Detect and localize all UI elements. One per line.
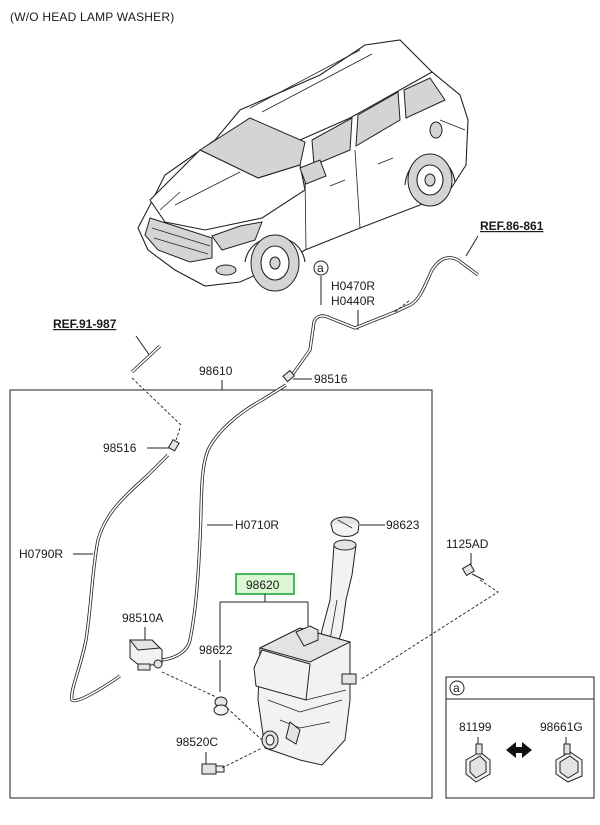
part-H0790R: H0790R xyxy=(19,547,63,561)
inset-marker-circle xyxy=(449,680,465,696)
connector-98516-top xyxy=(282,369,296,383)
part-81199: 81199 xyxy=(459,720,492,734)
assembly-box xyxy=(9,389,433,799)
part-98510A: 98510A xyxy=(122,611,163,625)
part-1125AD: 1125AD xyxy=(446,537,489,551)
callout-a-letter: a xyxy=(317,261,324,275)
connector-98516-left xyxy=(167,438,180,452)
ref-left-leader xyxy=(135,335,151,357)
callout-a-circle xyxy=(313,260,329,276)
bolt-1125AD xyxy=(461,563,485,581)
inset-panel: a 81199 98661G xyxy=(445,676,595,799)
ref-91-987-label: REF.91-987 xyxy=(53,317,117,331)
level-sensor-98520C xyxy=(201,763,225,775)
clip-81199 xyxy=(465,743,491,783)
part-98520C: 98520C xyxy=(176,735,218,749)
part-98623: 98623 xyxy=(386,518,420,532)
part-98622: 98622 xyxy=(199,643,233,657)
inset-marker-letter: a xyxy=(453,681,460,695)
part-98516-top: 98516 xyxy=(314,372,348,386)
98620-bracket xyxy=(219,594,309,650)
part-98610: 98610 xyxy=(199,364,233,378)
part-H0470R: H0470R xyxy=(331,279,375,293)
part-98620: 98620 xyxy=(246,578,280,592)
part-H0710R: H0710R xyxy=(235,518,279,532)
part-98516-left: 98516 xyxy=(103,441,137,455)
part-H0440R: H0440R xyxy=(331,294,375,308)
part-98661G: 98661G xyxy=(540,720,583,734)
reservoir-cap xyxy=(330,516,360,537)
washer-pump-98510A xyxy=(128,639,163,671)
ref-86-861-label: REF.86-861 xyxy=(480,219,544,233)
clip-98661G xyxy=(555,743,583,783)
vehicle-illustration xyxy=(137,39,469,292)
grommet-98622 xyxy=(213,696,229,716)
washer-reservoir-98620 xyxy=(253,539,357,766)
interchange-arrow-icon xyxy=(506,742,532,758)
ref-right-leader xyxy=(465,235,479,257)
diagram-caption: (W/O HEAD LAMP WASHER) xyxy=(10,10,174,24)
